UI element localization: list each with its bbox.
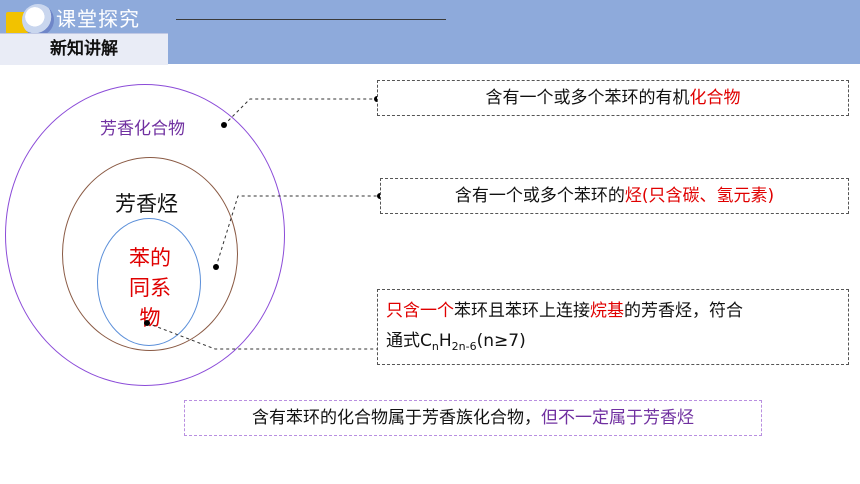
definition-text: 的芳香烃，符合: [624, 301, 743, 321]
definition-highlight: 烷基: [590, 301, 624, 321]
connector-homolog: [146, 322, 377, 350]
aromatic-compound-ellipse: [5, 84, 285, 386]
general-formula: 通式CnH2n-6(n≥7): [386, 331, 526, 353]
aromatic-compound-label: 芳香化合物: [100, 119, 185, 139]
page-title: 课堂探究: [56, 7, 140, 31]
note-text: 含有苯环的化合物属于芳香族化合物，: [252, 408, 541, 428]
connector-arene: [215, 195, 380, 268]
summary-note: 含有苯环的化合物属于芳香族化合物，但不一定属于芳香烃: [184, 400, 762, 436]
definition-text: 含有一个或多个苯环的有机: [485, 88, 690, 108]
connector-dot: [221, 122, 227, 128]
arene-label: 芳香烃: [115, 192, 178, 216]
definition-highlight: 化合物: [689, 88, 741, 108]
note-highlight: 但不一定属于芳香烃: [541, 408, 694, 428]
title-underline: [176, 19, 446, 20]
section-tab: 新知讲解: [0, 33, 168, 65]
definition-text: 苯环且苯环上连接: [454, 301, 590, 321]
definition-highlight: 只含一个: [386, 301, 454, 321]
connector-dot: [213, 264, 219, 270]
benzene-homolog-label: 苯的同系物: [129, 246, 171, 330]
connector-dot: [144, 320, 150, 326]
benzene-homolog-definition: 只含一个苯环且苯环上连接烷基的芳香烃，符合 通式CnH2n-6(n≥7): [377, 289, 849, 365]
header-bar: 课堂探究 新知讲解: [0, 0, 860, 65]
aromatic-compound-definition: 含有一个或多个苯环的有机化合物: [377, 80, 849, 116]
arene-ellipse: [62, 157, 238, 351]
arene-definition: 含有一个或多个苯环的烃(只含碳、氢元素): [380, 178, 849, 214]
connector-aromatic: [223, 98, 377, 126]
definition-text: 含有一个或多个苯环的: [454, 186, 625, 206]
globe-logo-icon: [22, 4, 54, 36]
definition-highlight: 烃(只含碳、氢元素): [624, 186, 775, 206]
benzene-homolog-ellipse: [97, 218, 201, 346]
